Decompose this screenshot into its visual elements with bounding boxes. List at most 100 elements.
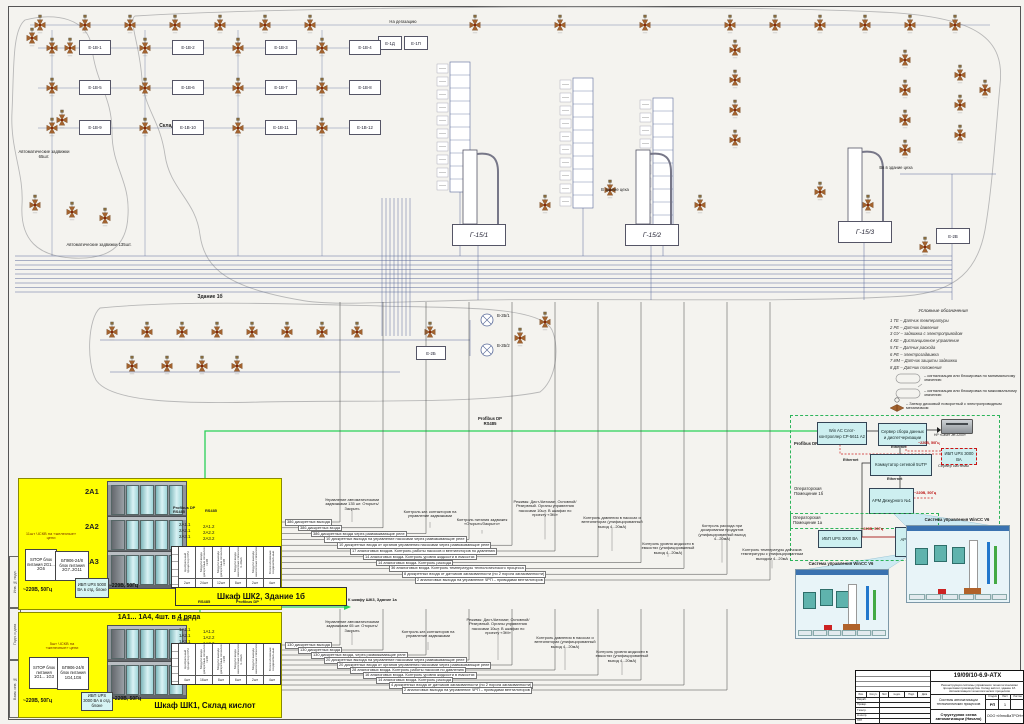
plc-module — [125, 555, 140, 585]
io-column-count: 16шт — [196, 675, 212, 684]
valve-cluster — [139, 117, 151, 137]
profibus-dp-text: Profibus DP — [478, 416, 502, 421]
table-hdr-rs485: RS485 — [205, 508, 217, 513]
company-name: ООО «ИнноВаТРОН» — [985, 709, 1024, 724]
wincc-screen-1 — [906, 525, 1010, 603]
pump-label: В-2Б/1 — [497, 313, 510, 318]
role-label: Провер. — [856, 702, 880, 708]
valve-cluster — [904, 14, 916, 34]
power-label: ~220В, 50Гц — [109, 583, 139, 589]
plc-module — [111, 485, 125, 515]
role-cell — [879, 707, 931, 714]
tank-pipe — [861, 150, 884, 222]
signal-label: 2 аналоговых выхода на управление ЧРП – … — [402, 687, 532, 694]
valve-cluster — [139, 77, 151, 97]
mimic-button — [942, 594, 958, 600]
valve-cluster — [99, 207, 111, 227]
valve-cluster — [46, 77, 58, 97]
area-outline — [11, 16, 129, 259]
valve-cluster — [211, 321, 223, 341]
server-group-label: Сервер системы — [938, 463, 969, 468]
valve-cluster — [64, 37, 76, 57]
valve-cluster — [246, 321, 258, 341]
valve-cluster — [814, 181, 826, 201]
signal-note: Контроль кат. контакторов на управление … — [401, 629, 455, 639]
plc-module — [140, 520, 154, 550]
legend-title: Условные обозначения — [918, 308, 968, 313]
io-column-cell: Модули ввода дискретных сигналов =24В — [196, 644, 212, 675]
valve-cluster — [231, 355, 243, 375]
vessel-e1d: Е-1Д — [378, 36, 402, 50]
valve-cluster — [729, 129, 741, 149]
legend-item: 4 КЕ – Дистанционное управление — [890, 338, 960, 344]
power-label: ~220В, 50Гц — [23, 698, 53, 704]
mimic-thermometer — [987, 542, 990, 584]
vessel-grid-box: Е-1В-1 — [79, 40, 111, 55]
legend-item: 1 ТЕ – Датчик температуры — [890, 318, 949, 323]
valve-cluster — [232, 37, 244, 57]
rack-label-2a2: 2А2 — [85, 522, 99, 531]
valve-cluster — [729, 99, 741, 119]
mimic-button — [925, 594, 941, 600]
power-label: ~220В, 50Гц — [918, 441, 940, 445]
valve-cluster — [424, 321, 436, 341]
mimic-button — [958, 594, 974, 600]
io-column-label: Блоки клеммные соединительные — [268, 647, 275, 672]
io-column-cell: Блоки клеммные соединительные — [264, 644, 280, 675]
io-column-cell: Модули вывода аналоговых сигналов — [247, 644, 263, 675]
sheet-value: 1 — [998, 699, 1011, 710]
plc-module — [140, 555, 154, 585]
link-id: 1А1.1 — [179, 627, 191, 632]
valve-cluster — [316, 37, 328, 57]
legend-item: 7 ИМ – Датчик защиты задвижки — [890, 358, 958, 364]
printer-label: HP «Laser Jet 2200» — [934, 433, 966, 437]
tank-pipe — [649, 152, 672, 224]
vessel-grid-box: Е-1В-4 — [349, 40, 381, 55]
power-label: ~220В, 50Гц — [112, 696, 142, 702]
pump-blades — [482, 315, 492, 325]
io-column-count: 8шт — [213, 675, 229, 684]
io-column-label: Модули вывода дискретных сигналов =24В — [215, 644, 226, 675]
link-id: 1А2.1 — [179, 633, 191, 638]
mimic-thermometer — [873, 590, 876, 620]
link-id: 1А2.2 — [203, 635, 215, 640]
legend-item: 6 РЕ – электрозадвижка — [890, 351, 939, 357]
legend-item: 8 ДЕ – Датчик положения — [890, 365, 942, 371]
io-column-label: Центральный процессор CPU — [183, 551, 190, 574]
valve-cluster — [899, 109, 911, 129]
plc-module — [140, 629, 154, 659]
io-column-count: 2шт — [247, 675, 263, 684]
vessel-grid-box: Е-1В-9 — [79, 120, 111, 135]
vessel-grid-box: Е-1В-5 — [79, 80, 111, 95]
revision-col-hdr: Кол.уч. — [866, 691, 880, 698]
io-column-count: 8шт — [230, 578, 246, 587]
plc-module — [125, 520, 140, 550]
scada-server-node: Сервер сбора данных и диспетчеризации — [878, 423, 927, 446]
legend-min-symbol — [895, 373, 921, 384]
role-label: Т.контр. — [856, 707, 880, 713]
tank-g15-1: Г-15/1 — [452, 224, 506, 246]
cabinet-shk1-rows-title: 1А1... 1А4, 4шт. в 4 ряда — [117, 614, 201, 621]
valve-cluster — [126, 355, 138, 375]
io-table-shk1: RS4851А1.11А2.11А3.11А4.11А1.21А2.21А3.2… — [171, 617, 281, 685]
screen-titlebar — [907, 526, 1009, 531]
room-1a-label: Операторская Помещение 1а — [793, 515, 823, 526]
vessel-grid-box: Е-1В-8 — [349, 80, 381, 95]
link-id: 1А3.1 — [179, 639, 191, 644]
signal-note: Режимы: Дист./Автомат, Основной/Резервны… — [513, 499, 577, 518]
vessel-grid-box: Е-1В-7 — [265, 80, 297, 95]
mimic-button — [872, 630, 886, 636]
revision-row — [856, 686, 930, 692]
power-label: ~220В, 50Гц — [861, 527, 884, 531]
signal-note: Контроль давления в насосах и вентилятор… — [581, 515, 643, 529]
mimic-column — [969, 540, 978, 590]
valve-cluster — [862, 194, 874, 214]
